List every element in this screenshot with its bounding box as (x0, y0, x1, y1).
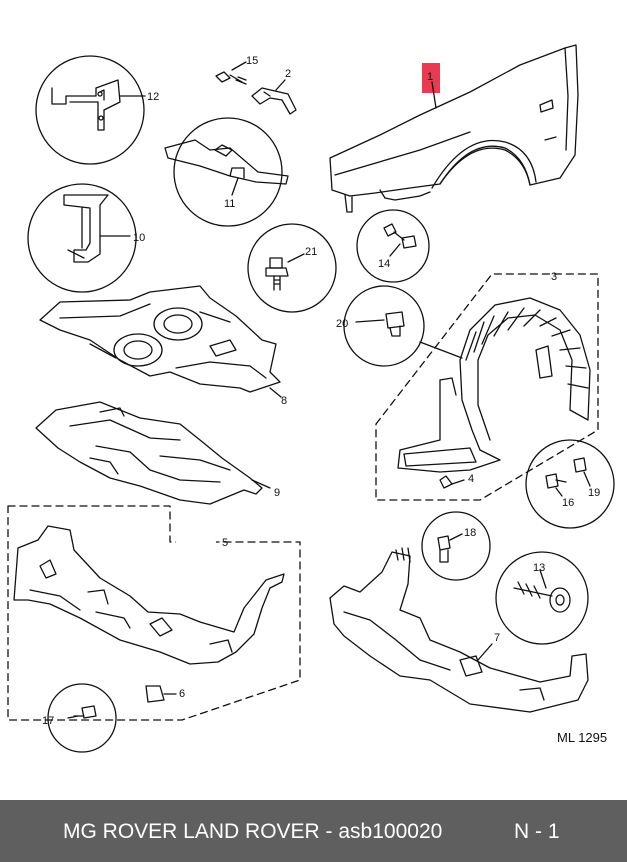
callout-14: 14 (378, 258, 390, 270)
detail-circle-16-19 (525, 439, 615, 529)
callout-3: 3 (551, 271, 557, 283)
callout-15: 15 (246, 55, 258, 67)
callout-19: 19 (588, 487, 600, 499)
detail-circle-17 (47, 683, 117, 753)
callout-18: 18 (464, 527, 476, 539)
callout-9: 9 (274, 487, 280, 499)
callout-5: 5 (222, 537, 228, 549)
callout-4: 4 (468, 473, 474, 485)
footer-bar: MG ROVER LAND ROVER - asb100020 N - 1 (0, 800, 627, 862)
callout-labels: 1 2 3 4 5 6 7 8 9 10 11 12 13 14 15 16 1… (42, 55, 607, 745)
fastener-6 (145, 685, 177, 703)
callout-10: 10 (133, 232, 145, 244)
callout-17: 17 (42, 715, 54, 727)
detail-circle-20 (343, 285, 463, 367)
detail-circle-21 (247, 223, 337, 313)
callout-8: 8 (281, 395, 287, 407)
detail-circle-18 (421, 511, 491, 581)
detail-circle-11 (164, 117, 289, 227)
diagram-reference: ML 1295 (557, 730, 607, 745)
detail-circle-14 (356, 209, 430, 283)
callout-13: 13 (533, 562, 545, 574)
bolt-15 (215, 61, 247, 85)
subframe-tray-5 (7, 505, 301, 721)
wheel-arch-liner (375, 273, 599, 501)
detail-circle-10 (27, 183, 137, 293)
undertray-8 (39, 285, 282, 398)
callout-20: 20 (336, 318, 348, 330)
callout-7: 7 (494, 632, 500, 644)
detail-circle-12 (35, 55, 146, 165)
callout-2: 2 (285, 68, 291, 80)
parts-diagram: 1 2 3 4 5 6 7 8 9 10 11 12 13 14 15 16 1… (7, 44, 615, 753)
callout-6: 6 (179, 688, 185, 700)
front-fender (329, 44, 579, 213)
tray-7 (329, 547, 589, 713)
footer-title: MG ROVER LAND ROVER - asb100020 (63, 820, 443, 843)
undertray-9 (35, 401, 271, 505)
callout-1-highlight (422, 63, 440, 93)
callout-21: 21 (305, 246, 317, 258)
callout-12: 12 (147, 91, 159, 103)
callout-16: 16 (562, 497, 574, 509)
clip-2 (251, 79, 297, 115)
callout-1: 1 (427, 71, 433, 83)
detail-circle-13 (495, 551, 589, 645)
callout-11: 11 (224, 198, 235, 210)
footer-page: N - 1 (514, 820, 560, 843)
